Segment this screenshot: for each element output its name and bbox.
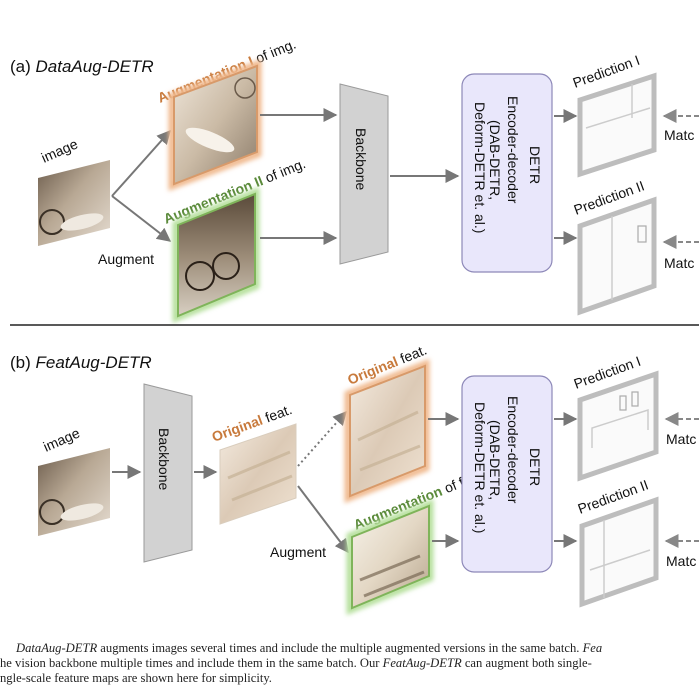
original-feature-top (344, 358, 430, 504)
caption-term-dataaug: DataAug-DETR (16, 641, 98, 655)
match-label-1-a: Matc (664, 127, 694, 143)
svg-text:Backbone: Backbone (353, 128, 369, 190)
caption-line-1: DataAug-DETR augments images several tim… (0, 641, 699, 656)
section-a-heading: (a) DataAug-DETR (10, 57, 154, 76)
caption-term-feat-partial: Fea (582, 641, 603, 655)
backbone-b: Backbone (143, 383, 193, 563)
svg-text:(DAB-DETR,: (DAB-DETR, (487, 420, 503, 500)
backbone-a: Backbone (339, 83, 389, 265)
figure-caption: DataAug-DETR augments images several tim… (0, 641, 699, 686)
method-diagram: (a) DataAug-DETR image Augment Augmentat… (10, 36, 699, 616)
detr-decoder-b: DETR Encoder-decoder (DAB-DETR, Deform-D… (461, 375, 553, 573)
arrow-feat-to-orig-dotted (297, 410, 347, 467)
caption-line-3: ngle-scale feature maps are shown here f… (0, 671, 272, 685)
input-image-b (38, 448, 110, 536)
svg-text:DETR: DETR (527, 146, 543, 184)
prediction-2-box-a (577, 196, 657, 316)
svg-text:DETR: DETR (527, 448, 543, 486)
svg-text:Backbone: Backbone (156, 428, 172, 490)
aug1-image (168, 58, 262, 192)
input-image-a (38, 160, 110, 246)
caption-term-feataug: FeatAug-DETR (382, 656, 462, 670)
svg-text:Encoder-decoder: Encoder-decoder (505, 96, 521, 204)
match-label-1-b: Matc (666, 431, 696, 447)
svg-text:Deform-DETR et. al.): Deform-DETR et. al.) (472, 402, 488, 533)
arrow-image-to-aug2 (111, 195, 172, 242)
caption-text-2a: he vision backbone multiple times and in… (0, 656, 383, 670)
caption-text-2b: can augment both single- (461, 656, 592, 670)
svg-text:Encoder-decoder: Encoder-decoder (505, 396, 521, 504)
detr-decoder-a: DETR Encoder-decoder (DAB-DETR, Deform-D… (461, 73, 553, 273)
arrow-feat-to-aug (297, 485, 349, 554)
svg-text:(DAB-DETR,: (DAB-DETR, (487, 120, 503, 200)
svg-text:Deform-DETR et. al.): Deform-DETR et. al.) (472, 102, 488, 233)
image-label-b: image (41, 425, 83, 455)
caption-line-2: he vision backbone multiple times and in… (0, 656, 699, 671)
augmented-feature (346, 498, 434, 616)
match-label-2-a: Matc (664, 255, 694, 271)
aug2-image (172, 186, 260, 324)
caption-text-1: augments images several times and includ… (97, 641, 583, 655)
section-b-heading: (b) FeatAug-DETR (10, 353, 152, 372)
prediction-2-box-b (579, 496, 659, 608)
original-feature-map (219, 423, 297, 525)
augment-label-a: Augment (98, 251, 154, 267)
match-label-2-b: Matc (666, 553, 696, 569)
prediction-1-box-b (577, 370, 659, 482)
arrow-image-to-aug1 (111, 129, 171, 197)
image-label-a: image (39, 136, 81, 166)
augment-label-b: Augment (270, 544, 326, 560)
prediction-1-box-a (577, 72, 657, 178)
